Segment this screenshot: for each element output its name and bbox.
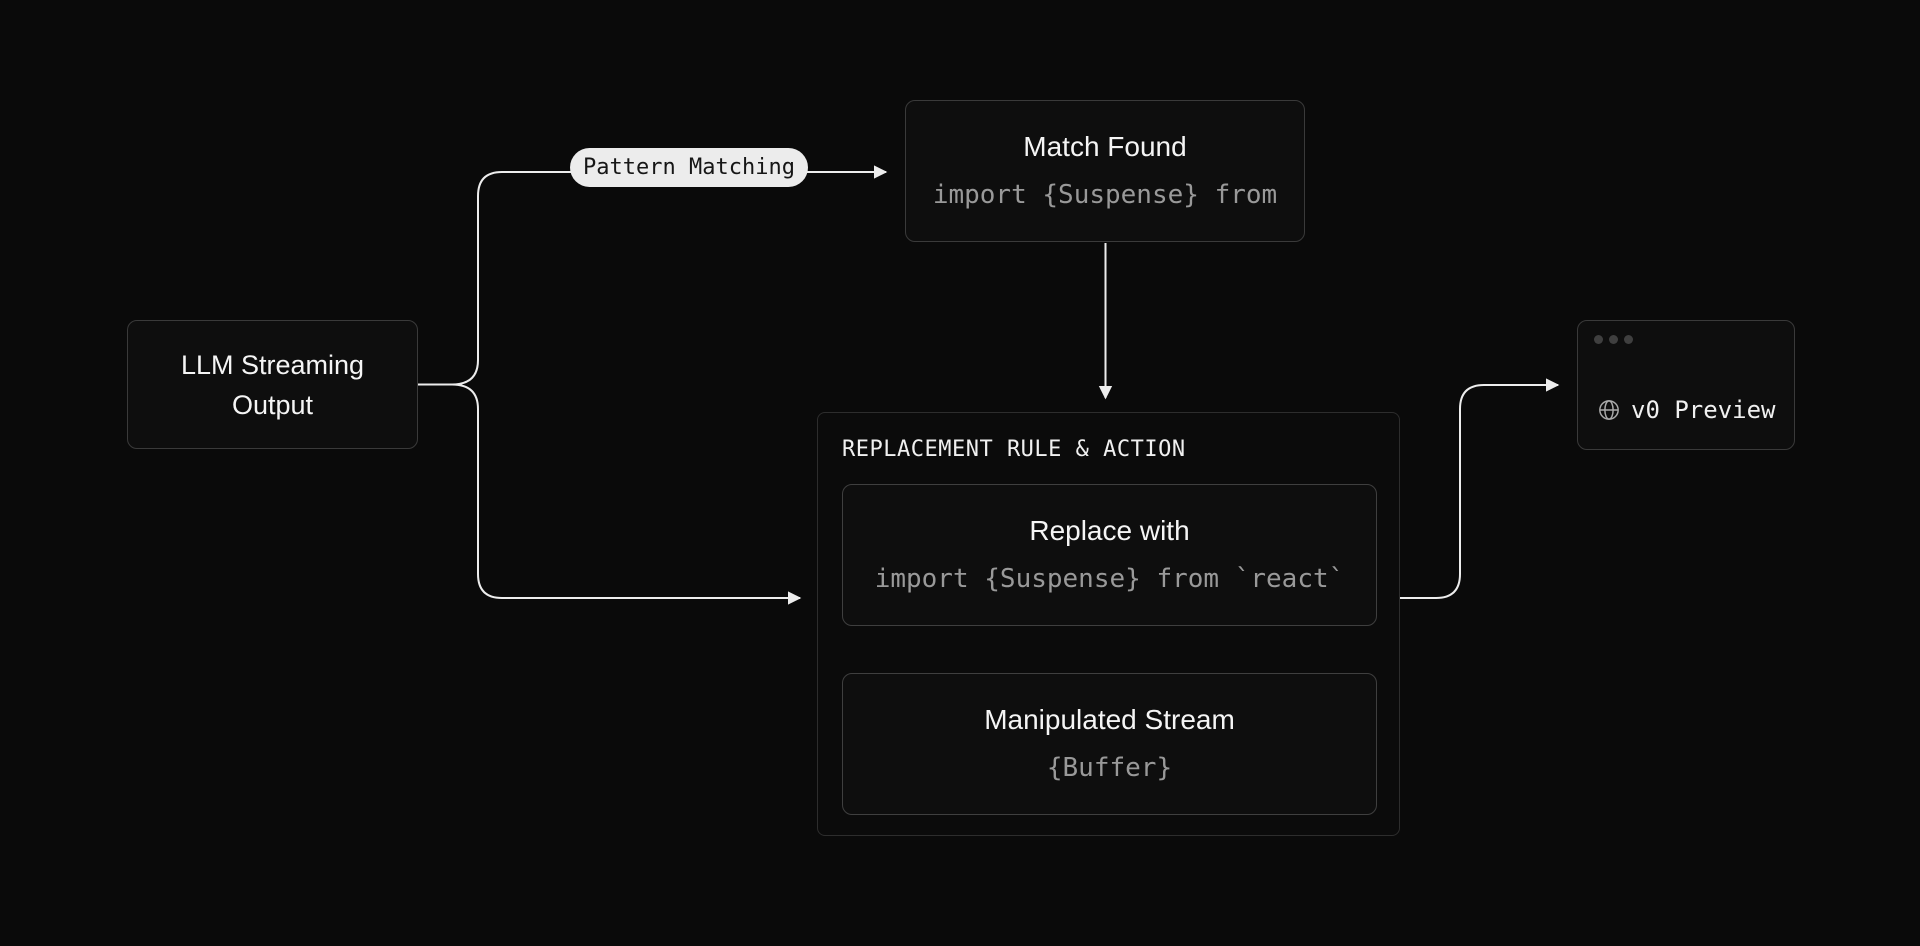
- node-v0-preview: v0 Preview: [1577, 320, 1795, 450]
- node-llm-streaming-output: LLM Streaming Output: [127, 320, 418, 449]
- globe-icon: [1599, 400, 1619, 420]
- node-title: Match Found: [1023, 131, 1187, 162]
- edge-llm-to-replacement-group: [418, 383, 802, 605]
- node-replace-with: Replace with import {Suspense} from `rea…: [842, 484, 1377, 626]
- node-code-snippet: {Buffer}: [1046, 753, 1173, 783]
- edge-label-pattern-matching: Pattern Matching: [570, 148, 808, 187]
- node-code-snippet: import {Suspense} from: [932, 180, 1278, 210]
- preview-content: v0 Preview: [1598, 371, 1780, 449]
- browser-window-dots: [1594, 335, 1633, 344]
- node-title: LLM Streaming Output: [180, 349, 365, 420]
- preview-label: v0 Preview: [1631, 396, 1776, 424]
- window-dot: [1624, 335, 1633, 344]
- group-replacement-rule-action: REPLACEMENT RULE & ACTION Replace with i…: [817, 412, 1400, 836]
- node-code-snippet: import {Suspense} from `react`: [874, 564, 1345, 594]
- node-match-found: Match Found import {Suspense} from: [905, 100, 1305, 242]
- edge-llm-to-match-found: [418, 165, 888, 386]
- group-header: REPLACEMENT RULE & ACTION: [842, 437, 1186, 462]
- window-dot: [1594, 335, 1603, 344]
- window-dot: [1609, 335, 1618, 344]
- node-title: Manipulated Stream: [984, 704, 1235, 735]
- edge-replacement-group-to-preview: [1400, 378, 1560, 599]
- edge-label-text: Pattern Matching: [583, 155, 795, 180]
- node-title: Replace with: [1029, 515, 1190, 546]
- node-manipulated-stream: Manipulated Stream {Buffer}: [842, 673, 1377, 815]
